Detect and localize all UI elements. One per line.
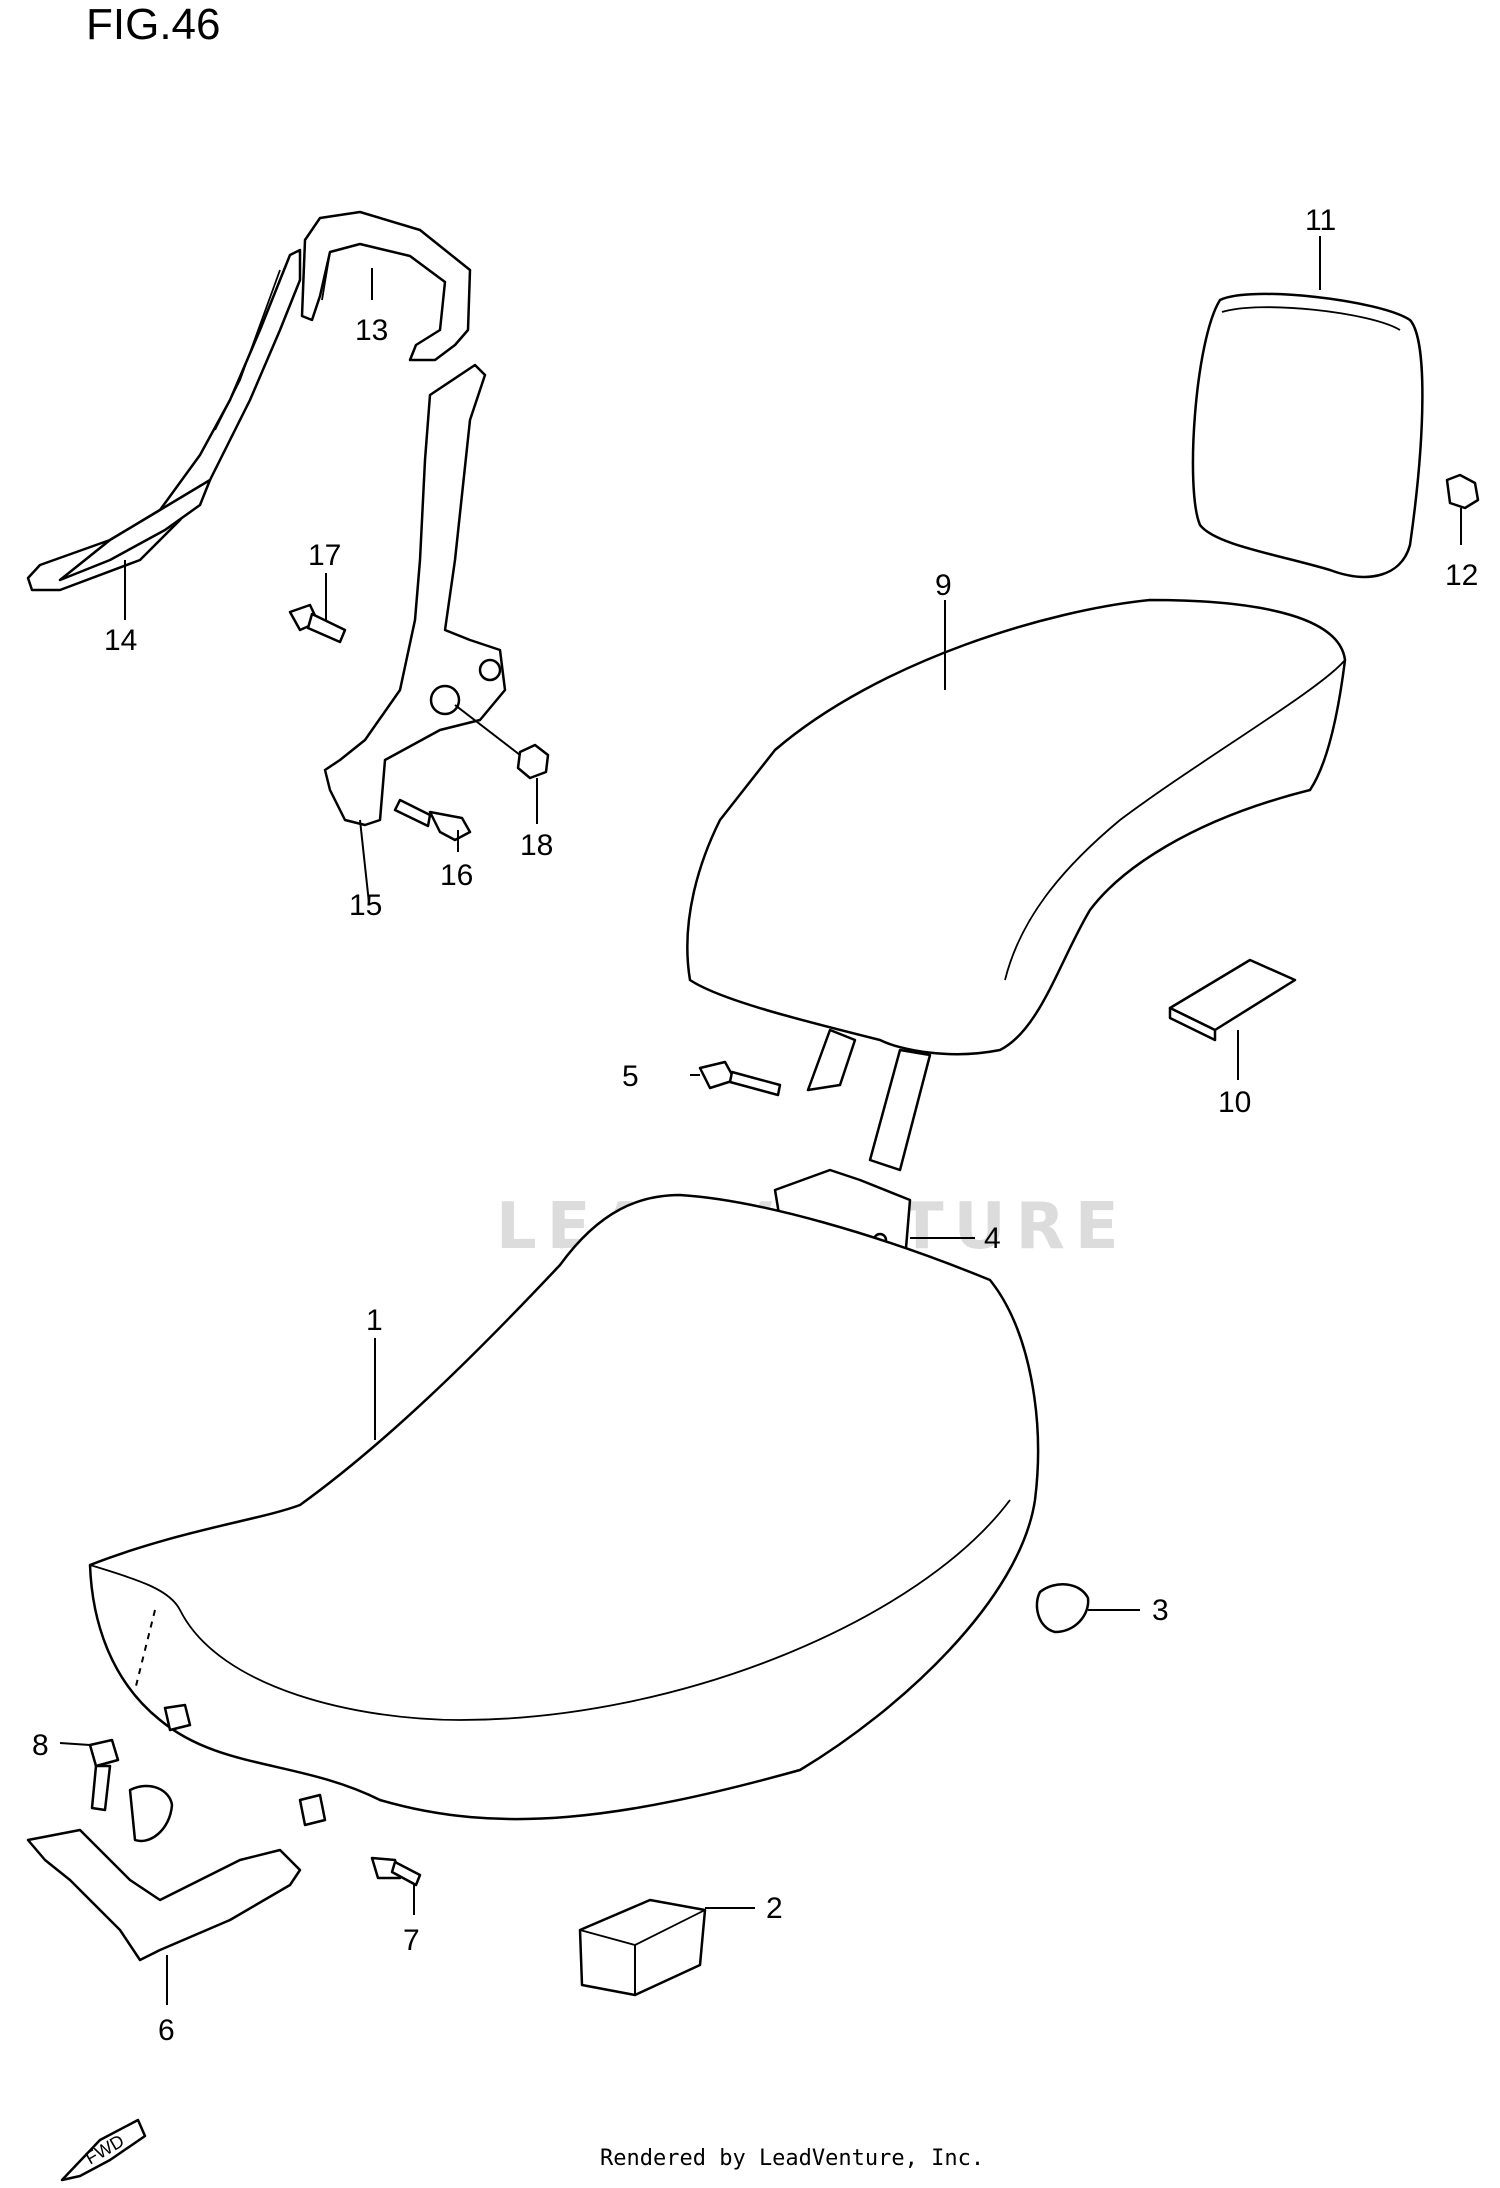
callout-3: 3 — [1152, 1594, 1169, 1627]
callout-8: 8 — [32, 1729, 49, 1762]
callout-1: 1 — [366, 1304, 383, 1337]
leader-lines — [59, 236, 1462, 2005]
part-6-bracket — [26, 1784, 302, 1962]
callout-5: 5 — [622, 1060, 639, 1093]
callout-14: 14 — [104, 624, 137, 657]
callout-17: 17 — [308, 539, 341, 572]
part-10-pad — [1168, 958, 1297, 1042]
fwd-arrow: FWD — [60, 2118, 147, 2182]
figure-title: FIG.46 — [86, 0, 221, 49]
part-15-side-plate — [323, 363, 507, 827]
part-1-main-seat — [88, 1193, 1040, 1827]
footer-credit: Rendered by LeadVenture, Inc. — [600, 2146, 985, 2171]
callout-labels: 11 12 9 10 5 4 1 3 2 13 14 15 16 17 18 6… — [32, 204, 1478, 2047]
part-12-nut — [1445, 473, 1480, 510]
callout-13: 13 — [355, 314, 388, 347]
part-18-nut — [454, 704, 550, 780]
callout-7: 7 — [403, 1924, 420, 1957]
part-17-bolt — [288, 603, 347, 644]
part-16-bolt — [393, 798, 472, 842]
callout-12: 12 — [1445, 559, 1478, 592]
callout-6: 6 — [158, 2014, 175, 2047]
callout-4: 4 — [984, 1222, 1001, 1255]
part-8-bolt — [88, 1738, 120, 1812]
callout-10: 10 — [1218, 1086, 1251, 1119]
part-13-handle — [300, 210, 472, 362]
part-2-block — [578, 1898, 707, 1997]
callout-9: 9 — [935, 569, 952, 602]
callout-16: 16 — [440, 859, 473, 892]
part-5-bolt — [698, 1060, 782, 1097]
callout-15: 15 — [349, 889, 382, 922]
part-11-backrest-pad — [1191, 292, 1424, 579]
callout-2: 2 — [766, 1892, 783, 1925]
part-7-bolt — [370, 1856, 422, 1887]
part-14-side-plate — [26, 248, 302, 592]
callout-18: 18 — [520, 829, 553, 862]
callout-11: 11 — [1305, 204, 1336, 237]
part-9-rear-seat — [686, 598, 1347, 1172]
part-3-nut — [1035, 1583, 1090, 1634]
